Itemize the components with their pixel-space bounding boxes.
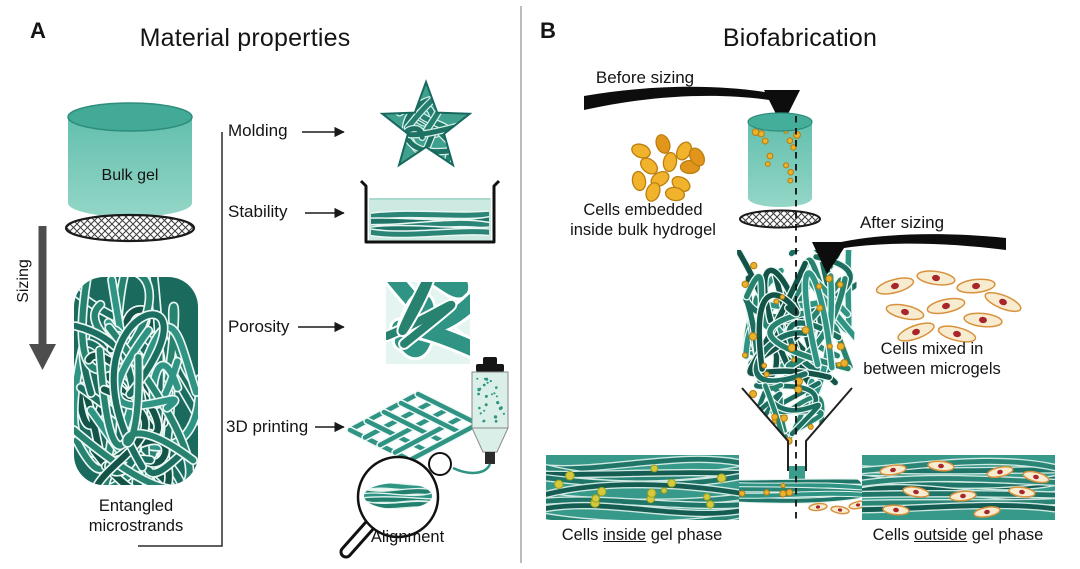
mixed-cells-illustration <box>875 270 1022 343</box>
entangled-label-line2: microstrands <box>88 517 184 535</box>
property-connector-line <box>138 132 223 547</box>
mixed-caption-line1: Cells mixed in <box>880 340 984 358</box>
cells-outside-caption: Cells outside gel phase <box>860 526 1056 545</box>
microgel-funnel-illustration <box>737 250 858 471</box>
porosity-label: Porosity <box>228 317 290 336</box>
cells-inside-caption: Cells inside gel phase <box>544 526 740 545</box>
printing-syringe-illustration <box>452 357 509 475</box>
porosity-illustration <box>386 282 470 364</box>
sieve-mesh-b-icon <box>739 209 821 229</box>
cells-outside-prefix: Cells <box>872 526 914 544</box>
panel-b-title: Biofabrication <box>722 24 878 52</box>
cells-inside-suffix: gel phase <box>646 526 723 544</box>
molding-label: Molding <box>228 121 288 140</box>
embedded-caption-line2: inside bulk hydrogel <box>570 221 716 239</box>
printing-label: 3D printing <box>226 417 309 436</box>
panel-a-label: A <box>30 18 46 43</box>
after-sizing-label: After sizing <box>859 213 945 232</box>
panel-b-label: B <box>540 18 556 43</box>
stability-label: Stability <box>228 202 288 221</box>
mixed-caption-line2: between microgels <box>863 360 1001 378</box>
printed-lattice-illustration <box>346 390 482 464</box>
before-sizing-swoosh-arrow <box>584 86 800 126</box>
alignment-magnifier-illustration <box>339 452 452 559</box>
before-sizing-label: Before sizing <box>595 68 695 87</box>
embedded-caption-line1: Cells embedded <box>583 201 703 219</box>
cells-outside-word: outside <box>913 526 968 544</box>
bulk-gel-label: Bulk gel <box>101 167 159 184</box>
extruded-thread <box>452 463 492 475</box>
cells-outside-suffix: gel phase <box>967 526 1044 544</box>
sizing-down-arrow <box>29 226 56 370</box>
embedded-cells-illustration <box>631 134 706 202</box>
property-arrows <box>298 126 345 433</box>
funnel-outline <box>741 387 853 471</box>
after-sizing-swoosh-arrow <box>812 234 1006 274</box>
sizing-label: Sizing <box>15 259 32 303</box>
entangled-label-line1: Entangled <box>98 497 174 515</box>
entangled-microstrands-illustration <box>74 277 198 485</box>
cells-outside-gel-image <box>862 455 1055 520</box>
molding-star-illustration <box>379 79 473 168</box>
alignment-label: Alignment <box>370 528 445 546</box>
stability-beaker-illustration <box>359 179 501 244</box>
cells-inside-word: inside <box>602 526 647 544</box>
hydrogel-cylinder-illustration <box>747 112 813 207</box>
sieve-mesh-icon <box>64 213 196 243</box>
bulk-gel-cylinder-illustration <box>67 102 193 217</box>
cells-inside-gel-image <box>546 455 739 520</box>
extruded-strand-illustration <box>733 466 868 515</box>
panel-a-title: Material properties <box>139 24 351 52</box>
zoom-source-circle <box>428 452 452 476</box>
cells-inside-prefix: Cells <box>561 526 603 544</box>
